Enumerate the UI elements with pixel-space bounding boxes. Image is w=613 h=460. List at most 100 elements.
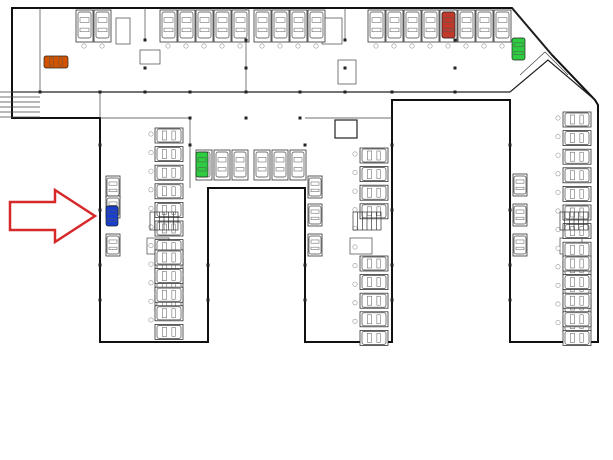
car [308,205,322,225]
car [564,131,590,145]
stall-number-marker [352,244,358,250]
stall-number-marker [555,282,561,288]
inner-partitions [99,92,392,188]
car [156,147,182,161]
column [298,90,302,94]
car [308,177,322,197]
stall-number-marker [555,320,561,326]
car [564,331,590,345]
stall-number-marker [373,43,379,49]
car [564,256,590,271]
utility-box [337,59,357,85]
car [361,293,387,308]
car [564,168,590,183]
car [197,11,212,39]
car [369,11,384,39]
car [564,149,590,164]
column [453,38,457,42]
car [255,11,270,39]
car [156,325,182,339]
car [495,11,510,39]
stall-number-marker [148,298,154,304]
car [273,11,288,39]
wing-detail [519,51,569,76]
car [564,293,590,308]
car [564,312,590,327]
stall-number-marker [99,43,105,49]
stall-number-marker [352,318,358,324]
car [361,204,387,219]
stall-number-marker [463,43,469,49]
car [161,11,176,39]
column [343,66,347,70]
car [273,151,287,178]
stall-number-marker [148,168,154,174]
stall-number-marker [352,207,358,213]
column [508,298,512,302]
column [303,263,307,267]
elevator-box [115,17,131,45]
stall-number-marker [555,189,561,195]
top-partitions [39,8,456,92]
stall-number-marker [148,224,154,230]
blue-car [105,205,119,227]
column [390,90,394,94]
lobby-box [349,237,373,255]
column [343,38,347,42]
car [179,11,194,39]
car [156,269,182,283]
car [361,256,387,271]
outer-wall [11,7,599,343]
car [233,11,248,39]
stall-number-marker [555,134,561,140]
car [513,235,527,255]
car [156,165,182,180]
column [188,116,192,120]
car [156,128,182,143]
column [508,263,512,267]
diagonal-wing [509,7,596,101]
stall-number-marker [409,43,415,49]
car [95,11,110,39]
stall-number-marker [352,188,358,194]
stairwell [559,211,589,231]
building-walls [0,7,599,343]
stall-number-marker [165,43,171,49]
column [188,90,192,94]
stall-number-marker [555,152,561,158]
car [156,184,182,199]
column [206,263,210,267]
car [291,11,306,39]
stall-number-marker [295,43,301,49]
car [361,312,387,327]
column [98,90,102,94]
car [215,151,229,178]
stall-number-marker [313,43,319,49]
car [308,235,322,255]
right-arrow-icon [8,187,98,245]
stall-number-marker [277,43,283,49]
column [343,90,347,94]
stall-number-marker [219,43,225,49]
column [390,263,394,267]
car [513,175,527,195]
car [513,205,527,225]
stall-number-marker [148,150,154,156]
stall-number-marker [148,317,154,323]
car [564,275,590,289]
car [564,205,590,220]
stall-number-marker [352,281,358,287]
stall-number-marker [352,151,358,157]
car [106,235,120,255]
stall-number-marker [555,171,561,177]
column [143,66,147,70]
stall-number-marker [427,43,433,49]
car [361,185,387,200]
car [564,112,590,127]
stairwell [149,211,179,231]
column [98,298,102,302]
stall-number-marker [148,131,154,137]
car [564,187,590,201]
column [206,298,210,302]
